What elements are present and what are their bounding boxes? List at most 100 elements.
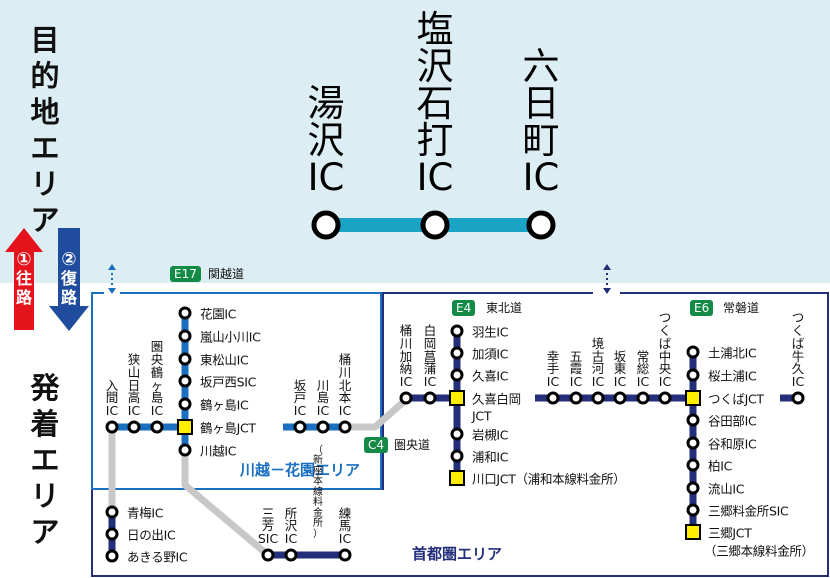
ic-node [636, 391, 650, 405]
ken-o-station-label: あきる野IC [127, 549, 188, 565]
ic-node [591, 391, 605, 405]
ic-node [423, 391, 437, 405]
ic-node [686, 345, 700, 359]
route-name-e4: 東北道 [486, 301, 523, 315]
e17-station-label: 川越IC [200, 443, 237, 459]
route-name-e17: 関越道 [208, 267, 245, 281]
route-badge-c4: C4 [364, 437, 389, 453]
ic-node [316, 420, 330, 434]
kawagoe-hanazono-area-label: 川越－花園エリア [240, 461, 361, 479]
e4-station-label-jct: JCT [472, 408, 492, 424]
ic-node [546, 391, 560, 405]
e6-station-label: 谷和原IC [708, 436, 757, 452]
e6-station-label: つくばJCT [708, 391, 764, 407]
ic-node [105, 505, 119, 519]
niiza-tollgate-label: （新座本線料金所） [313, 444, 323, 540]
departure-area-title: 発着エリア [30, 371, 60, 549]
destination-area-background [0, 0, 830, 283]
ic-node [686, 368, 700, 382]
ic-node [658, 391, 672, 405]
e6-station-label: 三郷JCT [708, 525, 752, 541]
route-name-c4: 圏央道 [394, 438, 431, 452]
jct-node [449, 470, 465, 486]
e17-station-label: 鶴ヶ島IC [200, 397, 249, 413]
ken-o-station-label: 青梅IC [127, 505, 164, 521]
arrow-down-icon [603, 288, 611, 294]
e6-station-label: （三郷本線料金所） [704, 543, 814, 559]
e4-station-label: 加須IC [472, 346, 509, 362]
ic-node [686, 413, 700, 427]
ken-o-station-label: 日の出IC [127, 527, 176, 543]
destination-area-title: 目的地エリア [30, 23, 60, 237]
ic-node [450, 346, 464, 360]
ic-node [791, 391, 805, 405]
ic-node [399, 391, 413, 405]
ic-node [613, 391, 627, 405]
e4-station-label: 久喜IC [472, 368, 509, 384]
ic-node [284, 548, 298, 562]
ic-node [178, 306, 192, 320]
ic-node [178, 397, 192, 411]
e6-station-label: 三郷料金所SIC [708, 503, 789, 519]
arrow-down-icon [108, 288, 116, 294]
ic-node [450, 368, 464, 382]
ic-node [150, 420, 164, 434]
e6-station-label: 柏IC [708, 458, 733, 474]
ic-node [338, 548, 352, 562]
route-badge-e6: E6 [690, 300, 714, 316]
ic-node [686, 436, 700, 450]
station-node [526, 210, 556, 240]
route-badge-e4: E4 [452, 300, 476, 316]
gray-link-c4 [345, 395, 411, 431]
jct-node [177, 419, 193, 435]
jct-node [685, 390, 701, 406]
e4-station-label: 岩槻IC [472, 427, 509, 443]
jct-node [685, 524, 701, 540]
ic-node [450, 427, 464, 441]
gray-link-miyoshi [181, 450, 271, 558]
e6-station-label: 谷田部IC [708, 413, 757, 429]
ic-node [178, 443, 192, 457]
ic-node [450, 324, 464, 338]
return-arrow-icon [49, 228, 89, 331]
ic-node [178, 329, 192, 343]
e17-station-label: 鶴ヶ島JCT [200, 420, 256, 436]
arrow-up-icon [603, 264, 611, 270]
e6-station-label: 桜土浦IC [708, 368, 757, 384]
ic-node [293, 420, 307, 434]
ic-node [338, 420, 352, 434]
e6-station-label: 土浦北IC [708, 345, 757, 361]
jct-node [449, 390, 465, 406]
ic-node [450, 449, 464, 463]
shutoken-area-label: 首都圏エリア [412, 545, 503, 563]
outbound-arrow-icon [5, 228, 43, 330]
station-node [420, 210, 450, 240]
e4-station-label: 久喜白岡 [472, 391, 521, 407]
e4-station-label: 川口JCT（浦和本線料金所） [472, 471, 626, 487]
ic-node [105, 420, 119, 434]
ic-node [105, 527, 119, 541]
ic-node [686, 503, 700, 517]
ic-node [569, 391, 583, 405]
ic-node [261, 548, 275, 562]
